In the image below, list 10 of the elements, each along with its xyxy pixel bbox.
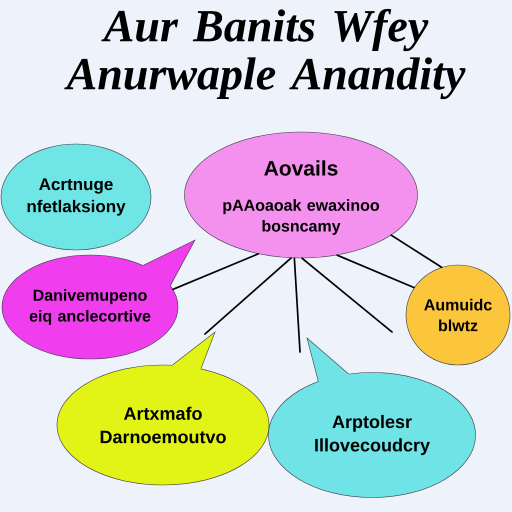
speech-bubble: Artxmafo Darnoemoutvo [56, 331, 270, 486]
connector-line [390, 234, 442, 268]
speech-bubble: Arptolesr Illovecoudcry [268, 337, 476, 498]
connector-line [204, 257, 292, 335]
connector-line [172, 253, 260, 290]
connector-line [294, 257, 301, 353]
speech-bubble: Danivemupeno eiq anclecortive [2, 239, 196, 360]
title: Aur Banits Wfey Anurwaple Anandity [64, 8, 466, 100]
connector-line [301, 257, 393, 333]
connector-line [336, 254, 415, 288]
